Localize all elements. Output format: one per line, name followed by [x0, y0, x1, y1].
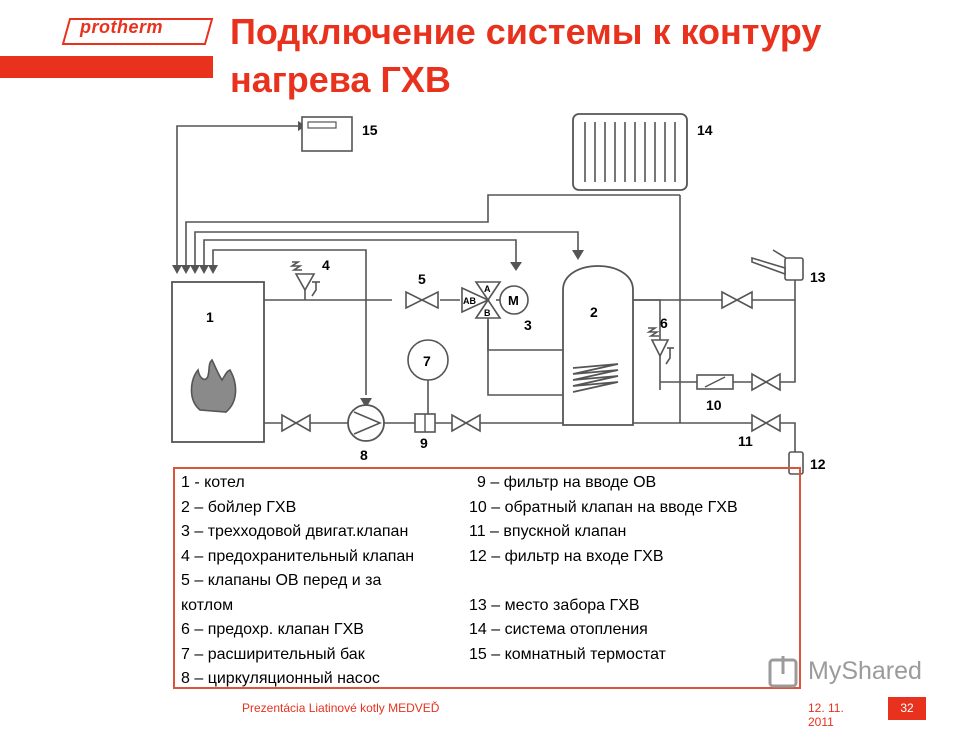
watermark-logo-icon — [768, 656, 798, 688]
protherm-logo: protherm — [0, 14, 215, 46]
legend-item: 2 – бойлер ГХВ — [181, 498, 297, 516]
label-7: 7 — [423, 353, 431, 369]
label-1: 1 — [206, 309, 214, 325]
legend-item: 11 – впускной клапан — [469, 523, 627, 540]
expansion-tank-7 — [407, 339, 449, 381]
radiator-14 — [572, 113, 688, 191]
thermostat-15 — [301, 116, 353, 152]
legend-item: 4 – предохранительный клапан — [181, 547, 415, 565]
footer-presentation: Prezentácia Liatinové kotly MEDVEĎ — [242, 701, 440, 715]
water-heater-2 — [562, 265, 634, 426]
label-6: 6 — [660, 315, 668, 331]
footer-date: 12. 11. 2011 — [808, 701, 844, 729]
label-9: 9 — [420, 435, 428, 451]
header-band — [0, 56, 213, 78]
safety-valve-6 — [646, 327, 674, 365]
label-5: 5 — [418, 271, 426, 287]
legend-item: 12 – фильтр на входе ГХВ — [469, 547, 664, 565]
motor-label: M — [508, 293, 519, 308]
inlet-valve-11 — [751, 413, 781, 433]
label-10: 10 — [706, 397, 722, 413]
valve-port-a: A — [484, 284, 491, 294]
label-8: 8 — [360, 447, 368, 463]
valve-5b — [281, 413, 311, 433]
logo-shape — [61, 18, 214, 45]
legend-item: 3 – трехходовой двигат.клапан — [181, 523, 409, 540]
three-way-valve-3 — [461, 281, 529, 319]
valve-10b — [751, 372, 781, 392]
legend-item: 9 – фильтр на вводе ОВ — [477, 474, 657, 491]
title-line-1: Подключение системы к контуру — [230, 11, 822, 52]
filter-9 — [414, 413, 436, 433]
label-4: 4 — [322, 257, 330, 273]
valve-13a — [721, 290, 753, 310]
legend-spacer — [469, 569, 799, 594]
check-valve-10 — [696, 374, 734, 390]
legend-item: 8 – циркуляционный насос — [181, 670, 380, 687]
legend-item: 14 – система отопления — [469, 621, 648, 638]
label-11: 11 — [738, 433, 753, 449]
legend-box: 1 - котел 2 – бойлер ГХВ 3 – трехходовой… — [173, 467, 801, 689]
legend-item: 15 – комнатный термостат — [469, 645, 666, 663]
label-12: 12 — [810, 456, 826, 472]
legend-item: 7 – расширительный бак — [181, 645, 365, 663]
valve-port-ab: AB — [463, 296, 476, 306]
label-14: 14 — [697, 122, 713, 138]
title-line-2: нагрева ГХВ — [230, 59, 451, 100]
valve-9b — [451, 413, 481, 433]
valve-5 — [405, 290, 439, 310]
legend-left-column: 1 - котел 2 – бойлер ГХВ 3 – трехходовой… — [181, 471, 466, 692]
legend-right-column: 9 – фильтр на вводе ОВ 10 – обратный кла… — [469, 471, 799, 667]
legend-item: 10 – обратный клапан на вводе ГХВ — [469, 498, 738, 516]
boiler-1 — [171, 281, 265, 443]
legend-item: 6 – предохр. клапан ГХВ — [181, 621, 364, 638]
label-3: 3 — [524, 317, 532, 333]
legend-item: 1 - котел — [181, 474, 245, 491]
pump-8 — [347, 404, 385, 442]
label-2: 2 — [590, 304, 598, 320]
watermark-text: MyShared — [808, 657, 922, 685]
label-13: 13 — [810, 269, 826, 285]
valve-port-b: B — [484, 308, 491, 318]
tap-13 — [751, 249, 804, 281]
legend-item: 13 – место забора ГХВ — [469, 596, 640, 614]
legend-item: 5 – клапаны ОВ перед и за котлом — [181, 572, 382, 614]
safety-valve-4 — [289, 261, 320, 297]
page-title: Подключение системы к контуру нагрева ГХ… — [230, 8, 950, 104]
logo-text: protherm — [80, 17, 164, 37]
page-number: 32 — [888, 697, 926, 720]
label-15: 15 — [362, 122, 378, 138]
